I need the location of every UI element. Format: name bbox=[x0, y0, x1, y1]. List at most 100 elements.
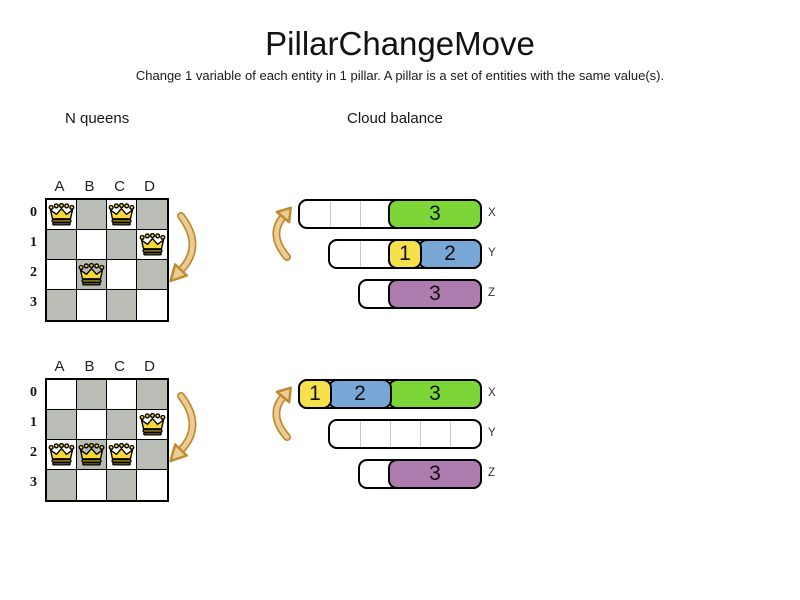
capacity-tick bbox=[390, 421, 391, 447]
board-cell-A0 bbox=[47, 380, 77, 410]
board-cell-C3 bbox=[107, 290, 137, 320]
chessboard bbox=[45, 198, 169, 322]
board-cell-B0 bbox=[77, 200, 107, 230]
board-cell-D2 bbox=[137, 440, 167, 470]
bar-label-Y: Y bbox=[488, 247, 496, 259]
queen-icon bbox=[48, 443, 75, 466]
queen-icon bbox=[48, 203, 75, 226]
row-label-0: 0 bbox=[30, 385, 37, 400]
row-label-1: 1 bbox=[30, 415, 37, 430]
board-column-labels: A B C D bbox=[45, 358, 165, 375]
queen-icon bbox=[108, 443, 135, 466]
board-cell-B1 bbox=[77, 230, 107, 260]
board-cell-B3 bbox=[77, 470, 107, 500]
column-label-B: B bbox=[84, 178, 96, 195]
column-label-A: A bbox=[54, 358, 66, 375]
board-cell-D0 bbox=[137, 380, 167, 410]
bar-label-Y: Y bbox=[488, 427, 496, 439]
process-block-3: 3 bbox=[388, 459, 482, 489]
board-cell-A2 bbox=[47, 440, 77, 470]
column-label-B: B bbox=[84, 358, 96, 375]
process-block-2: 2 bbox=[418, 239, 482, 269]
computer-bar-Z: 3 bbox=[358, 279, 482, 309]
computer-row-Y: Y bbox=[0, 419, 520, 449]
row-label-1: 1 bbox=[30, 235, 37, 250]
board-cell-A3 bbox=[47, 470, 77, 500]
board-cell-C1 bbox=[107, 410, 137, 440]
board-cell-D1 bbox=[137, 410, 167, 440]
board-cell-A0 bbox=[47, 200, 77, 230]
board-row-labels: 0 1 2 3 bbox=[25, 378, 42, 498]
board-column-labels: A B C D bbox=[45, 178, 165, 195]
row-label-2: 2 bbox=[30, 445, 37, 460]
board-cell-B0 bbox=[77, 380, 107, 410]
bar-label-Z: Z bbox=[488, 467, 496, 479]
board-cell-C3 bbox=[107, 470, 137, 500]
bar-label-X: X bbox=[488, 387, 496, 399]
column-label-D: D bbox=[144, 358, 156, 375]
row-label-2: 2 bbox=[30, 265, 37, 280]
section-title-cloudbalance: Cloud balance bbox=[347, 110, 443, 127]
move-down-arrow-icon bbox=[169, 212, 197, 283]
queen-icon bbox=[139, 413, 165, 436]
board-cell-C2 bbox=[107, 260, 137, 290]
column-label-A: A bbox=[54, 178, 66, 195]
chessboard bbox=[45, 378, 169, 502]
process-block-3: 3 bbox=[388, 379, 482, 409]
board-cell-A1 bbox=[47, 410, 77, 440]
board-cell-D2 bbox=[137, 260, 167, 290]
computer-bar-Y bbox=[328, 419, 482, 449]
column-label-C: C bbox=[114, 178, 126, 195]
process-block-2: 2 bbox=[328, 379, 392, 409]
process-block-3: 3 bbox=[388, 279, 482, 309]
move-up-arrow-icon bbox=[272, 386, 292, 441]
process-block-3: 3 bbox=[388, 199, 482, 229]
bar-label-X: X bbox=[488, 207, 496, 219]
page-title: PillarChangeMove bbox=[265, 25, 535, 62]
queen-icon bbox=[78, 443, 105, 466]
board-cell-C1 bbox=[107, 230, 137, 260]
computer-bar-X: 3 bbox=[298, 199, 482, 229]
board-cell-D1 bbox=[137, 230, 167, 260]
nqueens-board-after: A B C D 0 1 2 3 bbox=[25, 358, 200, 513]
board-cell-D3 bbox=[137, 470, 167, 500]
queen-icon bbox=[139, 233, 165, 256]
board-cell-B2 bbox=[77, 440, 107, 470]
computer-bar-Z: 3 bbox=[358, 459, 482, 489]
bar-label-Z: Z bbox=[488, 287, 496, 299]
column-label-C: C bbox=[114, 358, 126, 375]
capacity-tick bbox=[360, 201, 361, 227]
capacity-tick bbox=[360, 421, 361, 447]
page-subtitle: Change 1 variable of each entity in 1 pi… bbox=[135, 68, 665, 83]
capacity-tick bbox=[360, 241, 361, 267]
board-cell-C2 bbox=[107, 440, 137, 470]
board-cell-B1 bbox=[77, 410, 107, 440]
capacity-tick bbox=[450, 421, 451, 447]
move-down-arrow-icon bbox=[169, 392, 197, 463]
row-label-3: 3 bbox=[30, 475, 37, 490]
board-cell-B2 bbox=[77, 260, 107, 290]
board-cell-C0 bbox=[107, 200, 137, 230]
capacity-tick bbox=[330, 201, 331, 227]
board-cell-A1 bbox=[47, 230, 77, 260]
board-cell-C0 bbox=[107, 380, 137, 410]
board-cell-A2 bbox=[47, 260, 77, 290]
process-block-1: 1 bbox=[298, 379, 332, 409]
column-label-D: D bbox=[144, 178, 156, 195]
row-label-3: 3 bbox=[30, 295, 37, 310]
queen-icon bbox=[108, 203, 135, 226]
board-cell-B3 bbox=[77, 290, 107, 320]
process-block-1: 1 bbox=[388, 239, 422, 269]
